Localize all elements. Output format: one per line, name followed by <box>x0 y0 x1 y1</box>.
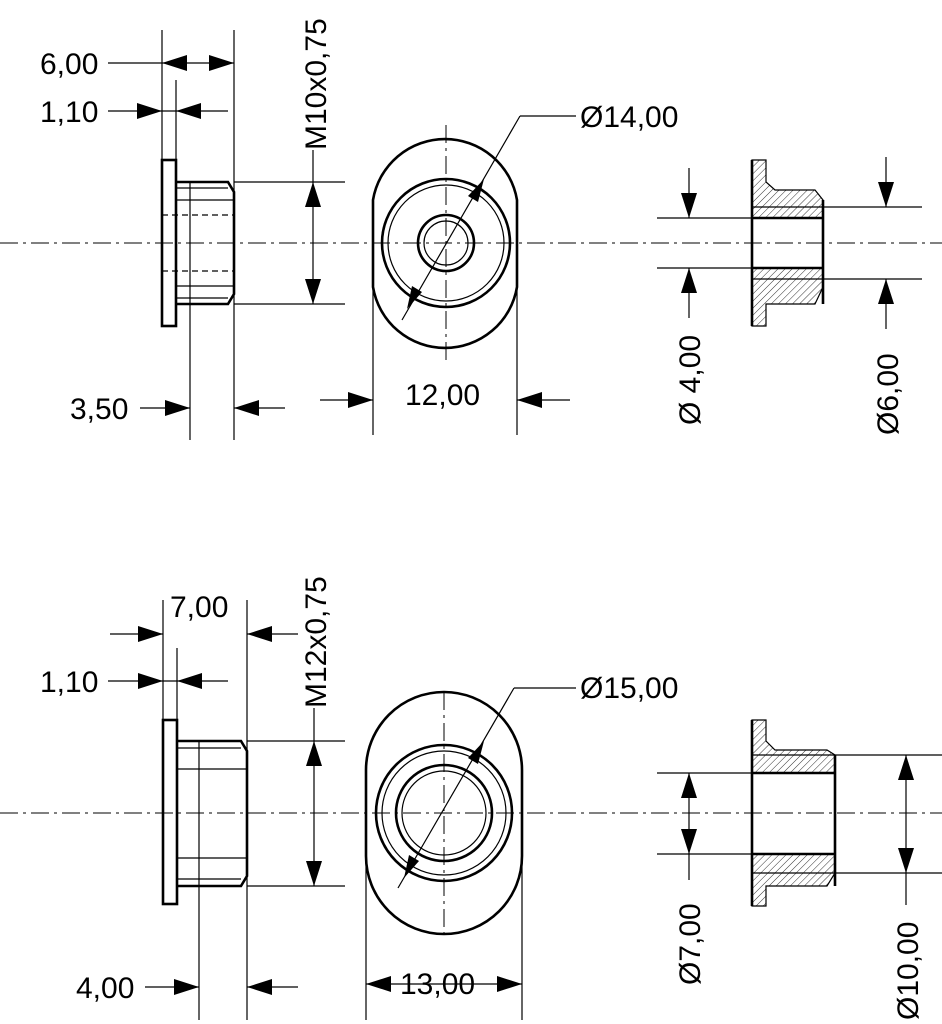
bottom-dim-thread: M12x0,75 <box>300 576 333 708</box>
top-part: 6,00 1,10 3,50 M10x0,75 <box>0 18 942 440</box>
top-dim-length: 6,00 <box>40 48 98 81</box>
top-dim-thread: M10x0,75 <box>300 18 333 150</box>
top-section-view <box>750 159 825 327</box>
bottom-dim-step: Ø10,00 <box>892 922 925 1020</box>
bottom-dim-width: 13,00 <box>400 968 475 1001</box>
bottom-dim-flange: 1,10 <box>40 666 98 699</box>
top-dim-groove: 3,50 <box>70 393 128 426</box>
top-side-view <box>160 158 236 328</box>
top-dim-width: 12,00 <box>405 379 480 412</box>
bottom-part: 7,00 1,10 4,00 M12x0,75 13,00 <box>0 576 942 1020</box>
bottom-dim-outer-dia: Ø15,00 <box>580 672 678 705</box>
bottom-side-view <box>161 718 249 906</box>
top-dim-step: Ø6,00 <box>872 353 905 435</box>
bottom-section-view <box>750 719 837 907</box>
bottom-dim-groove: 4,00 <box>76 972 134 1005</box>
top-dim-outer-dia: Ø14,00 <box>580 101 678 134</box>
top-dim-bore: Ø 4,00 <box>674 335 707 425</box>
bottom-dim-bore: Ø7,00 <box>674 903 707 985</box>
top-dim-flange: 1,10 <box>40 96 98 129</box>
bottom-dim-length: 7,00 <box>170 591 228 624</box>
